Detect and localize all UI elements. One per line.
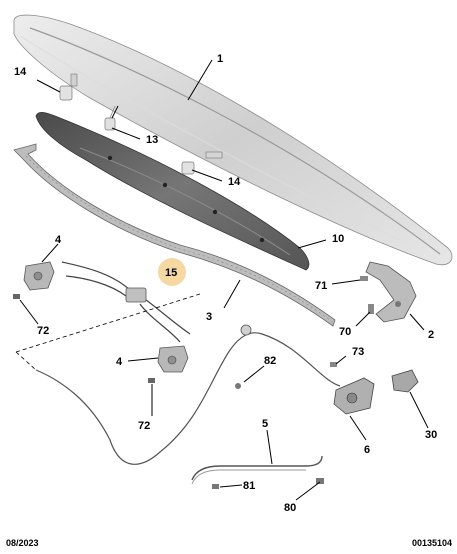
- bolt-part-71: [360, 276, 368, 281]
- hinge-part-2: [365, 261, 417, 323]
- callout-6: 6: [364, 444, 370, 456]
- bolt-part-70: [368, 304, 374, 314]
- callout-15: 15: [165, 267, 177, 279]
- callout-2: 2: [428, 329, 434, 341]
- callout-30: 30: [425, 429, 437, 441]
- callout-14-lower: 14: [228, 176, 241, 188]
- clip-part-14b: [181, 151, 223, 175]
- callout-72-upper: 72: [37, 325, 49, 337]
- rod-part-5: [191, 455, 324, 489]
- leader-lines: [19, 59, 429, 501]
- diagram-date: 08/2023: [6, 538, 39, 548]
- inner-panel-part: [35, 112, 310, 271]
- latch-part-6: [333, 377, 375, 415]
- callout-4-upper: 4: [55, 234, 62, 246]
- callout-13: 13: [146, 134, 158, 146]
- callout-71: 71: [315, 280, 327, 292]
- release-cable-part: [35, 324, 341, 465]
- callout-4-lower: 4: [116, 356, 123, 368]
- callout-82: 82: [264, 355, 276, 367]
- callout-81: 81: [243, 480, 255, 492]
- lock-part-4b: [148, 345, 189, 383]
- diagram-reference-number: 00135104: [411, 538, 452, 548]
- bolt-part-73: [330, 362, 337, 367]
- callout-3: 3: [206, 311, 212, 323]
- callout-14-upper: 14: [14, 66, 27, 78]
- callout-70: 70: [339, 326, 351, 338]
- highlight-callout-15: [158, 258, 186, 286]
- spoiler-part: [13, 14, 453, 266]
- clip-part-14a: [59, 73, 78, 101]
- lock-part-4a: [13, 261, 55, 299]
- bracket-part-30: [391, 369, 419, 393]
- callout-73: 73: [352, 346, 364, 358]
- callout-72-lower: 72: [138, 420, 150, 432]
- dashed-reference-lines: [15, 293, 201, 371]
- clip-part-13: [104, 105, 116, 131]
- cable-part-15: [61, 261, 191, 343]
- callout-5: 5: [262, 418, 268, 430]
- callout-10: 10: [332, 233, 344, 245]
- callout-80: 80: [284, 502, 296, 514]
- callout-1: 1: [217, 53, 223, 65]
- seal-strip-part: [13, 143, 336, 327]
